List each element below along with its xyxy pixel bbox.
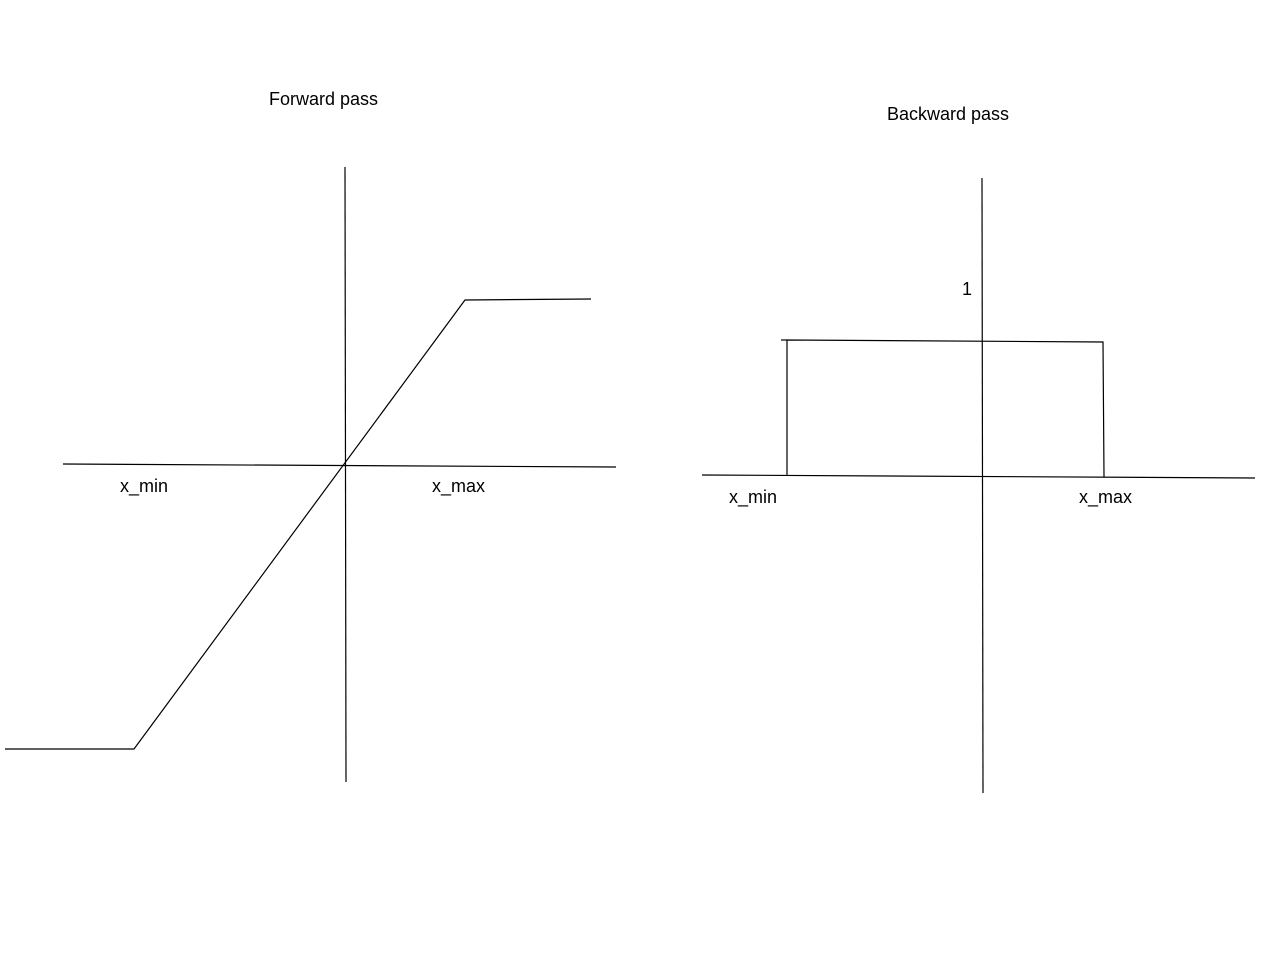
forward-pass-plot: Forward pass x_min x_max bbox=[5, 89, 617, 783]
backward-x-axis bbox=[701, 474, 1256, 479]
forward-x-axis bbox=[62, 463, 617, 468]
backward-y-axis bbox=[981, 177, 984, 794]
backward-pass-plot: Backward pass 1 x_min x_max bbox=[701, 104, 1256, 794]
forward-x-min-label: x_min bbox=[120, 476, 168, 497]
backward-gradient-box bbox=[786, 339, 1105, 478]
forward-x-max-label: x_max bbox=[432, 476, 485, 497]
backward-x-max-label: x_max bbox=[1079, 487, 1132, 508]
backward-y-one-label: 1 bbox=[962, 279, 972, 299]
forward-clamp-curve bbox=[5, 298, 592, 750]
forward-y-axis bbox=[344, 166, 347, 783]
forward-pass-title: Forward pass bbox=[269, 89, 378, 109]
backward-x-min-label: x_min bbox=[729, 487, 777, 508]
backward-pass-title: Backward pass bbox=[887, 104, 1009, 124]
